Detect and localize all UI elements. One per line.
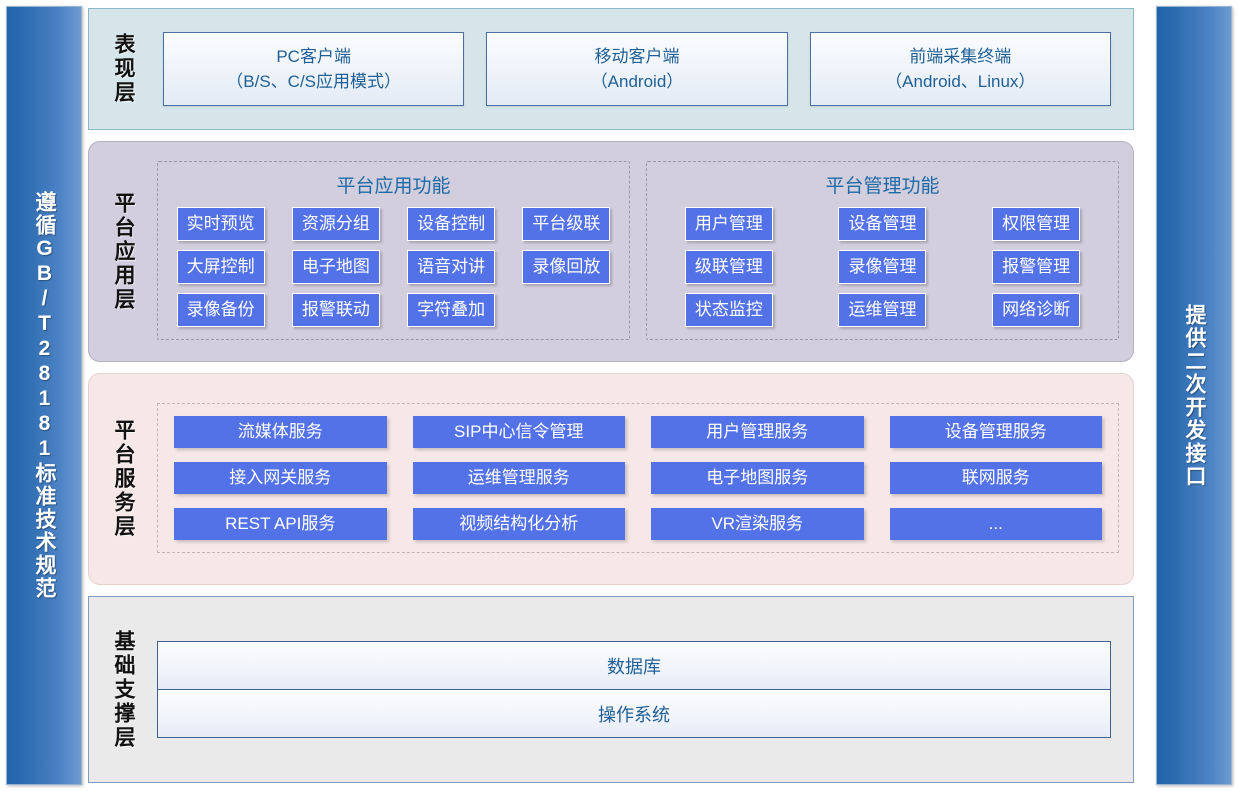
left-standard-bar: 遵循GB/T28181标准技术规范 bbox=[6, 6, 82, 785]
client-mobile-title: 移动客户端 bbox=[594, 47, 680, 66]
service-networking[interactable]: 联网服务 bbox=[889, 462, 1102, 494]
layer-infrastructure-label-text: 基础支撑层 bbox=[112, 629, 135, 750]
client-frontend-subtitle: （Android、Linux） bbox=[885, 72, 1036, 91]
left-standard-bar-text: 遵循GB/T28181标准技术规范 bbox=[33, 191, 56, 600]
infrastructure-stack: 数据库 操作系统 bbox=[157, 641, 1111, 738]
group-application-functions: 平台应用功能 实时预览 资源分组 设备控制 平台级联 大屏控制 电子地图 语音对… bbox=[157, 161, 630, 340]
chip-voice-intercom[interactable]: 语音对讲 bbox=[407, 250, 496, 284]
service-more-ellipsis[interactable]: ... bbox=[889, 508, 1102, 540]
application-groups: 平台应用功能 实时预览 资源分组 设备控制 平台级联 大屏控制 电子地图 语音对… bbox=[157, 153, 1133, 350]
chip-realtime-preview[interactable]: 实时预览 bbox=[176, 207, 265, 241]
service-vr-rendering[interactable]: VR渲染服务 bbox=[651, 508, 864, 540]
application-function-chip-grid: 实时预览 资源分组 设备控制 平台级联 大屏控制 电子地图 语音对讲 录像回放 … bbox=[168, 207, 619, 327]
chip-recording-management[interactable]: 录像管理 bbox=[838, 250, 927, 284]
chip-platform-cascade[interactable]: 平台级联 bbox=[522, 207, 611, 241]
service-user-management[interactable]: 用户管理服务 bbox=[651, 416, 864, 448]
service-sip-signaling[interactable]: SIP中心信令管理 bbox=[412, 416, 625, 448]
layer-presentation: 表现层 PC客户端 （B/S、C/S应用模式） 移动客户端 （Android） … bbox=[88, 8, 1134, 130]
service-dashed-container: 流媒体服务 SIP中心信令管理 用户管理服务 设备管理服务 接入网关服务 运维管… bbox=[157, 403, 1119, 553]
right-sdk-bar-text: 提供二次开发接口 bbox=[1183, 303, 1206, 488]
service-video-structuring[interactable]: 视频结构化分析 bbox=[412, 508, 625, 540]
layer-infrastructure-label: 基础支撑层 bbox=[89, 597, 157, 782]
service-ops-management[interactable]: 运维管理服务 bbox=[412, 462, 625, 494]
layer-presentation-body: PC客户端 （B/S、C/S应用模式） 移动客户端 （Android） 前端采集… bbox=[157, 9, 1133, 129]
infrastructure-row-database[interactable]: 数据库 bbox=[158, 642, 1110, 689]
service-electronic-map[interactable]: 电子地图服务 bbox=[651, 462, 864, 494]
service-rest-api[interactable]: REST API服务 bbox=[174, 508, 387, 540]
layer-service-label-text: 平台服务层 bbox=[112, 419, 135, 539]
chip-network-diagnostics[interactable]: 网络诊断 bbox=[992, 293, 1081, 327]
service-access-gateway[interactable]: 接入网关服务 bbox=[174, 462, 387, 494]
management-function-chip-grid: 用户管理 设备管理 权限管理 级联管理 录像管理 报警管理 状态监控 运维管理 … bbox=[657, 207, 1108, 327]
layer-infrastructure: 基础支撑层 数据库 操作系统 bbox=[88, 596, 1134, 783]
chip-status-monitoring[interactable]: 状态监控 bbox=[684, 293, 773, 327]
client-pc-subtitle: （B/S、C/S应用模式） bbox=[226, 72, 402, 91]
service-device-management[interactable]: 设备管理服务 bbox=[889, 416, 1102, 448]
chip-resource-grouping[interactable]: 资源分组 bbox=[291, 207, 380, 241]
client-box-pc[interactable]: PC客户端 （B/S、C/S应用模式） bbox=[163, 32, 465, 106]
chip-cascade-management[interactable]: 级联管理 bbox=[684, 250, 773, 284]
chip-video-backup[interactable]: 录像备份 bbox=[176, 293, 265, 327]
group-application-functions-title: 平台应用功能 bbox=[336, 176, 451, 197]
right-sdk-bar: 提供二次开发接口 bbox=[1156, 6, 1232, 785]
service-wrap: 流媒体服务 SIP中心信令管理 用户管理服务 设备管理服务 接入网关服务 运维管… bbox=[157, 397, 1133, 561]
group-management-functions-title: 平台管理功能 bbox=[825, 176, 940, 197]
chip-alarm-linkage[interactable]: 报警联动 bbox=[291, 293, 380, 327]
chip-ops-management[interactable]: 运维管理 bbox=[838, 293, 927, 327]
layer-application: 平台应用层 平台应用功能 实时预览 资源分组 设备控制 平台级联 大屏控制 电子… bbox=[88, 141, 1134, 362]
client-box-mobile[interactable]: 移动客户端 （Android） bbox=[486, 32, 788, 106]
service-streaming-media[interactable]: 流媒体服务 bbox=[174, 416, 387, 448]
client-frontend-title: 前端采集终端 bbox=[909, 47, 1012, 66]
infrastructure-wrap: 数据库 操作系统 bbox=[157, 641, 1133, 738]
client-mobile-subtitle: （Android） bbox=[590, 72, 684, 91]
chip-electronic-map[interactable]: 电子地图 bbox=[291, 250, 380, 284]
group-management-functions: 平台管理功能 用户管理 设备管理 权限管理 级联管理 录像管理 报警管理 状态监… bbox=[646, 161, 1119, 340]
client-box-frontend-capture[interactable]: 前端采集终端 （Android、Linux） bbox=[809, 32, 1111, 106]
layer-service-label: 平台服务层 bbox=[89, 374, 157, 584]
layer-application-label: 平台应用层 bbox=[89, 142, 157, 361]
chip-video-playback[interactable]: 录像回放 bbox=[522, 250, 611, 284]
chip-user-management[interactable]: 用户管理 bbox=[684, 207, 773, 241]
chip-videowall-control[interactable]: 大屏控制 bbox=[176, 250, 265, 284]
layer-service: 平台服务层 流媒体服务 SIP中心信令管理 用户管理服务 设备管理服务 接入网关… bbox=[88, 373, 1134, 585]
chip-alarm-management[interactable]: 报警管理 bbox=[992, 250, 1081, 284]
layer-infrastructure-body: 数据库 操作系统 bbox=[157, 597, 1133, 782]
layer-presentation-label-text: 表现层 bbox=[112, 33, 135, 105]
service-chip-grid: 流媒体服务 SIP中心信令管理 用户管理服务 设备管理服务 接入网关服务 运维管… bbox=[174, 416, 1102, 540]
chip-device-control[interactable]: 设备控制 bbox=[407, 207, 496, 241]
layer-application-body: 平台应用功能 实时预览 资源分组 设备控制 平台级联 大屏控制 电子地图 语音对… bbox=[157, 142, 1133, 361]
layer-application-label-text: 平台应用层 bbox=[112, 191, 135, 312]
layer-service-body: 流媒体服务 SIP中心信令管理 用户管理服务 设备管理服务 接入网关服务 运维管… bbox=[157, 374, 1133, 584]
infrastructure-row-operating-system[interactable]: 操作系统 bbox=[158, 689, 1110, 737]
client-pc-title: PC客户端 bbox=[276, 47, 351, 66]
layer-presentation-label: 表现层 bbox=[89, 9, 157, 129]
client-list: PC客户端 （B/S、C/S应用模式） 移动客户端 （Android） 前端采集… bbox=[157, 32, 1133, 106]
chip-osd-overlay[interactable]: 字符叠加 bbox=[407, 293, 496, 327]
chip-device-management[interactable]: 设备管理 bbox=[838, 207, 927, 241]
chip-permission-management[interactable]: 权限管理 bbox=[992, 207, 1081, 241]
